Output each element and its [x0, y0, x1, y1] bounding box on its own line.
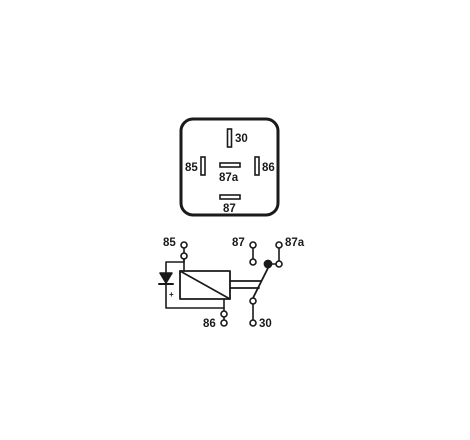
terminal-86-node-upper	[220, 310, 228, 318]
terminal-85	[180, 241, 188, 260]
relay-coil	[179, 270, 231, 300]
switch-arm	[252, 265, 270, 299]
pin-30-blade	[226, 128, 233, 148]
terminal-85-node-lower	[180, 252, 188, 260]
terminal-30-label: 30	[259, 318, 272, 330]
terminal-86	[220, 310, 228, 327]
terminal-87-label: 87	[232, 237, 245, 249]
relay-footprint: 30 85 86 87a 87	[179, 117, 280, 217]
terminal-85-label: 85	[163, 237, 176, 249]
relay-schematic: 85 + 86 87	[158, 237, 305, 330]
diode-plus-label: +	[169, 290, 174, 299]
terminal-87a-contact	[275, 260, 283, 268]
pin-85-blade	[200, 156, 206, 176]
terminal-87	[249, 241, 257, 266]
pin-87a-blade	[219, 162, 241, 168]
terminal-87-contact	[249, 258, 257, 266]
pin-85-label: 85	[185, 162, 198, 174]
relay-coil-diagonal	[179, 270, 231, 300]
terminal-30-node	[249, 319, 257, 327]
flyback-diode	[158, 272, 174, 285]
terminal-85-node	[180, 241, 188, 249]
pin-30-label: 30	[235, 133, 248, 145]
terminal-86-label: 86	[203, 318, 216, 330]
wire-85-to-diode	[165, 258, 185, 273]
terminal-87a-label: 87a	[285, 237, 305, 249]
relay-housing-outline	[179, 117, 280, 217]
pin-87a-label: 87a	[219, 172, 239, 184]
terminal-30	[249, 297, 257, 327]
terminal-87a	[275, 241, 283, 268]
pin-87-blade	[219, 194, 241, 200]
pin-86-blade	[254, 156, 260, 176]
terminal-87-node	[249, 241, 257, 249]
pin-87-label: 87	[223, 203, 236, 215]
terminal-87a-node	[275, 241, 283, 249]
diode-triangle	[159, 272, 173, 284]
pin-86-label: 86	[262, 162, 275, 174]
terminal-86-node	[220, 319, 228, 327]
wire-diode-to-86	[165, 284, 225, 309]
